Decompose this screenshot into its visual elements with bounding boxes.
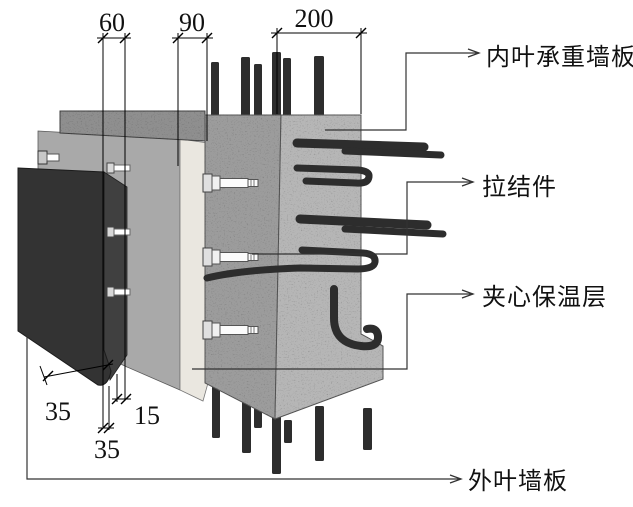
rebar-dowel bbox=[241, 57, 250, 116]
dim-tick bbox=[120, 393, 132, 405]
insulation-panel-edge bbox=[179, 138, 209, 402]
dim-15: 15 bbox=[134, 401, 160, 430]
callout-annotations: 内叶承重墙板 拉结件 夹心保温层 外叶墙板 bbox=[26, 43, 633, 495]
connector-bolt bbox=[202, 173, 259, 193]
dimension-line bbox=[43, 363, 114, 378]
rebar-dowel bbox=[254, 64, 262, 116]
dim-tick bbox=[172, 32, 184, 44]
leader-inner-leaf bbox=[325, 48, 481, 131]
tie-bar-loop bbox=[203, 246, 379, 282]
dim-35-bottom: 35 bbox=[94, 435, 120, 464]
rebar-dowel bbox=[242, 398, 251, 453]
leader-outer-leaf bbox=[26, 334, 463, 484]
dim-tick bbox=[42, 370, 54, 382]
dim-90: 90 bbox=[179, 8, 205, 37]
dim-60: 60 bbox=[99, 8, 125, 37]
rebar-dowel bbox=[212, 386, 220, 438]
outer-leaf-front-face bbox=[17, 167, 112, 386]
rebar-dowel bbox=[211, 62, 219, 116]
small-studs bbox=[37, 150, 131, 298]
dim-tick bbox=[97, 32, 109, 44]
rebar-dowel bbox=[283, 58, 291, 116]
dim-tick bbox=[119, 32, 131, 44]
extension-line bbox=[39, 365, 48, 386]
rebar-dowel bbox=[272, 416, 281, 474]
rebar-dowel bbox=[254, 408, 262, 428]
dim-200: 200 bbox=[295, 4, 334, 33]
dim-tick bbox=[201, 32, 213, 44]
wall-assembly bbox=[17, 52, 447, 474]
stud bbox=[106, 286, 131, 298]
top-rebar-dowels bbox=[211, 52, 324, 116]
label-outer-leaf: 外叶墙板 bbox=[468, 467, 568, 495]
label-tie: 拉结件 bbox=[482, 173, 557, 201]
leader-tie bbox=[252, 177, 475, 255]
tie-bar bbox=[341, 225, 447, 238]
rebar-dowel bbox=[284, 420, 292, 443]
stud bbox=[106, 162, 131, 174]
tie-bar-hook bbox=[330, 285, 383, 351]
dim-tick bbox=[355, 27, 367, 39]
stud bbox=[106, 226, 131, 238]
tie-bars bbox=[203, 138, 447, 351]
bottom-rebar-dowels bbox=[212, 386, 372, 474]
tie-bar bbox=[292, 138, 429, 152]
dim-tick bbox=[271, 27, 283, 39]
connector-bolts bbox=[202, 173, 259, 340]
stud bbox=[37, 150, 60, 165]
label-inner-leaf: 内叶承重墙板 bbox=[486, 43, 633, 71]
dim-tick bbox=[103, 422, 115, 434]
dim-35-slant: 35 bbox=[45, 397, 71, 426]
rebar-dowel bbox=[314, 56, 324, 116]
dim-tick bbox=[111, 393, 123, 405]
dim-tick bbox=[97, 422, 109, 434]
dimension-annotations: 60 90 200 15 35 35 bbox=[39, 4, 367, 464]
connector-bolt bbox=[202, 320, 259, 340]
label-insulation: 夹心保温层 bbox=[482, 283, 607, 311]
outer-leaf-side-face bbox=[103, 171, 128, 381]
rebar-dowel bbox=[315, 406, 324, 461]
tie-bar bbox=[341, 147, 445, 159]
rebar-dowel bbox=[363, 408, 372, 450]
tie-bar bbox=[295, 214, 432, 230]
tie-bar-hook bbox=[293, 164, 373, 187]
connector-bolt bbox=[202, 247, 259, 267]
leader-insulation bbox=[192, 289, 475, 370]
dim-tick bbox=[102, 359, 114, 371]
